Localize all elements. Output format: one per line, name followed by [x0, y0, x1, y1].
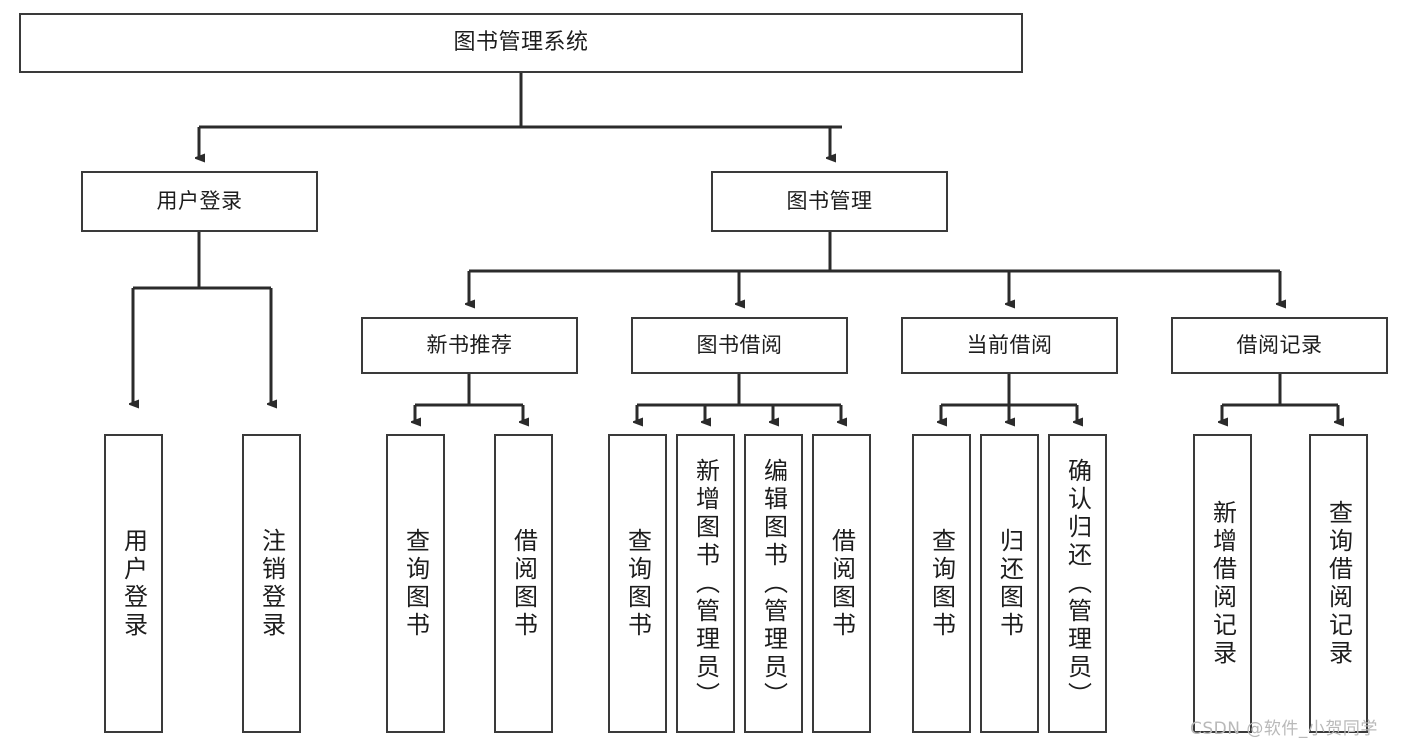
leaf-book-borrow-add-label: 新增图书（管理员） [691, 457, 720, 710]
leaf-borrow-record-add-label: 新增借阅记录 [1208, 499, 1237, 668]
node-book-borrow[interactable]: 图书借阅 [631, 317, 848, 374]
leaf-borrow-record-add[interactable]: 新增借阅记录 [1193, 434, 1252, 733]
node-current-borrow[interactable]: 当前借阅 [901, 317, 1118, 374]
leaf-borrow-record-query[interactable]: 查询借阅记录 [1309, 434, 1368, 733]
node-user-login-label: 用户登录 [156, 189, 243, 214]
leaf-book-borrow-query[interactable]: 查询图书 [608, 434, 667, 733]
node-book-borrow-label: 图书借阅 [696, 333, 783, 358]
node-current-borrow-label: 当前借阅 [966, 333, 1053, 358]
leaf-book-borrow-query-label: 查询图书 [623, 527, 652, 640]
leaf-current-borrow-return-label: 归还图书 [995, 527, 1024, 640]
leaf-new-book-borrow-label: 借阅图书 [509, 527, 538, 640]
leaf-current-borrow-return[interactable]: 归还图书 [980, 434, 1039, 733]
leaf-user-login-logout[interactable]: 注销登录 [242, 434, 301, 733]
leaf-current-borrow-query-label: 查询图书 [927, 527, 956, 640]
leaf-borrow-record-query-label: 查询借阅记录 [1324, 499, 1353, 668]
node-borrow-record-label: 借阅记录 [1236, 333, 1323, 358]
leaf-book-borrow-edit[interactable]: 编辑图书（管理员） [744, 434, 803, 733]
leaf-user-login-logout-label: 注销登录 [257, 527, 286, 640]
leaf-user-login-login-label: 用户登录 [119, 527, 148, 640]
leaf-current-borrow-confirm-label: 确认归还（管理员） [1063, 457, 1092, 710]
leaf-current-borrow-query[interactable]: 查询图书 [912, 434, 971, 733]
watermark-csdn: CSDN @软件_小贺同学 [1190, 719, 1378, 739]
node-borrow-record[interactable]: 借阅记录 [1171, 317, 1388, 374]
leaf-book-borrow-borrow[interactable]: 借阅图书 [812, 434, 871, 733]
leaf-new-book-borrow[interactable]: 借阅图书 [494, 434, 553, 733]
node-new-book-recommend-label: 新书推荐 [426, 333, 513, 358]
node-root-system-label: 图书管理系统 [453, 30, 589, 56]
leaf-book-borrow-edit-label: 编辑图书（管理员） [759, 457, 788, 710]
leaf-user-login-login[interactable]: 用户登录 [104, 434, 163, 733]
leaf-book-borrow-add[interactable]: 新增图书（管理员） [676, 434, 735, 733]
leaf-new-book-query-label: 查询图书 [401, 527, 430, 640]
node-user-login[interactable]: 用户登录 [81, 171, 318, 232]
node-book-management-label: 图书管理 [786, 189, 873, 214]
leaf-book-borrow-borrow-label: 借阅图书 [827, 527, 856, 640]
leaf-current-borrow-confirm[interactable]: 确认归还（管理员） [1048, 434, 1107, 733]
node-root-system[interactable]: 图书管理系统 [19, 13, 1023, 73]
leaf-new-book-query[interactable]: 查询图书 [386, 434, 445, 733]
node-book-management[interactable]: 图书管理 [711, 171, 948, 232]
node-new-book-recommend[interactable]: 新书推荐 [361, 317, 578, 374]
